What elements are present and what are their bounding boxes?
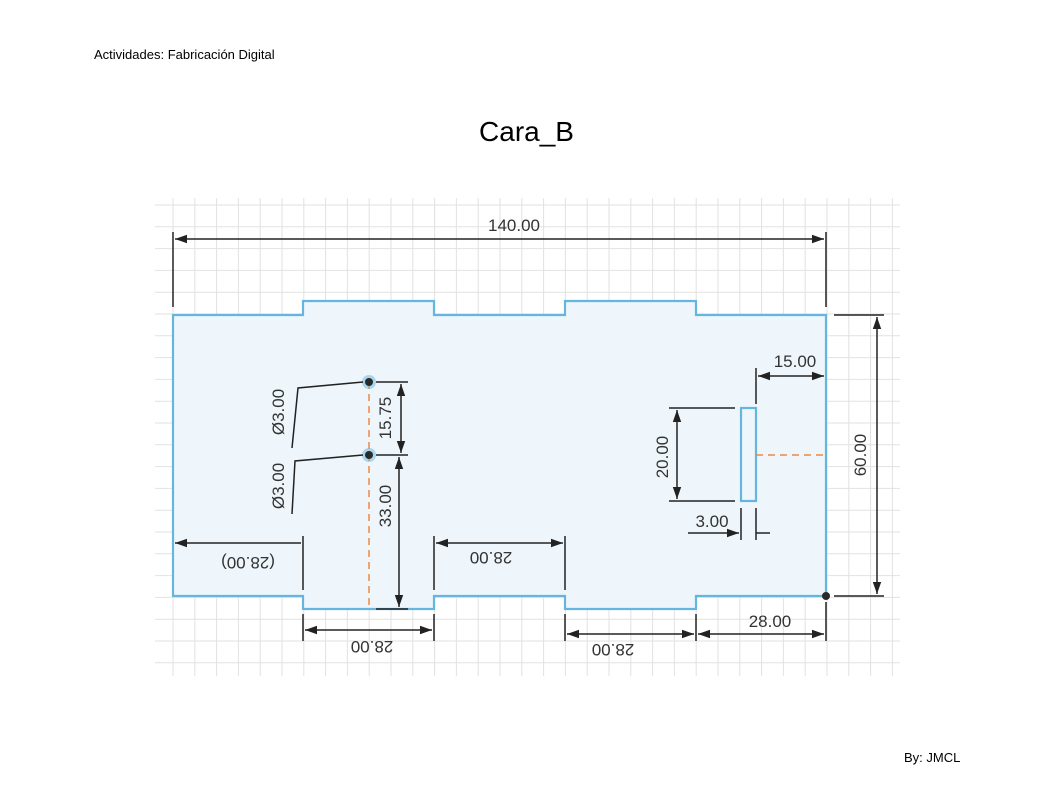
- dim-slot-height: 20.00: [653, 436, 672, 479]
- slot-rectangle: [739, 406, 758, 503]
- dim-hole-diameter-top: Ø3.00: [269, 389, 288, 435]
- hole-top-center: [365, 378, 373, 386]
- dim-slot-width: 3.00: [695, 512, 728, 531]
- corner-point: [822, 592, 830, 600]
- dim-overall-height: 60.00: [851, 434, 870, 477]
- dim-bottom-tab-1: 28.00: [351, 637, 394, 656]
- leader-top-hole: [291, 381, 364, 449]
- dim-mid-gap: 28.00: [470, 548, 513, 567]
- dim-hole-diameter-bottom: Ø3.00: [269, 463, 288, 509]
- document-header: Actividades: Fabricación Digital: [94, 47, 275, 62]
- dim-hole-height: 33.00: [376, 485, 395, 528]
- dim-bottom-tab-2: 28.00: [592, 640, 635, 659]
- dim-overall-width: 140.00: [488, 216, 540, 235]
- page-title: Cara_B: [479, 116, 574, 147]
- dim-left-ref: (28.00): [221, 553, 275, 572]
- technical-drawing: 140.00 60.00 15.00 20.00 3.00 28.00 28.0…: [155, 198, 900, 676]
- hole-bottom-center: [365, 451, 373, 459]
- document-footer: By: JMCL: [904, 750, 961, 765]
- dim-hole-spacing: 15.75: [376, 397, 395, 440]
- leader-bottom-hole: [291, 454, 364, 515]
- dim-slot-offset: 15.00: [774, 352, 817, 371]
- dim-bottom-right-tab: 28.00: [749, 612, 792, 631]
